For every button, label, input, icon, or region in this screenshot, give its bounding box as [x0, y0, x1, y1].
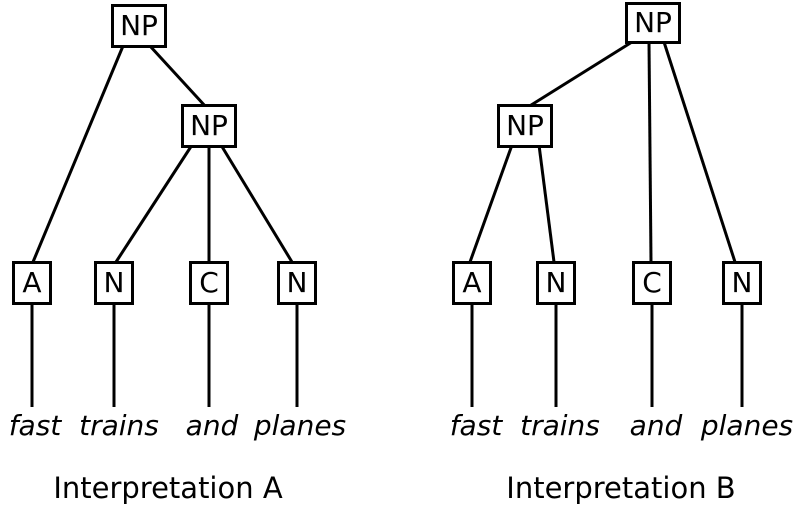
edge-a-root-to-innernp	[148, 44, 208, 109]
tree-a-leaf-node-conjunction: C	[189, 261, 229, 305]
tree-a-leaf-node-adjective: A	[12, 261, 52, 305]
edge-b-root-to-innernp	[527, 40, 633, 109]
tree-b-word-trains: trains	[520, 409, 600, 442]
tree-b-caption: Interpretation B	[506, 471, 736, 505]
edge-b-innernp-to-a	[468, 144, 514, 263]
tree-a-word-fast: fast	[8, 409, 62, 442]
tree-a-leaf-node-noun-1: N	[94, 261, 134, 305]
edge-b-innernp-to-n1	[537, 144, 556, 263]
tree-b-leaf-node-conjunction: C	[632, 261, 672, 305]
tree-b-leaf-node-noun-1: N	[536, 261, 576, 305]
tree-b-word-and: and	[629, 409, 683, 442]
tree-a-leaf-node-noun-2: N	[277, 261, 317, 305]
tree-a-root-np-node: NP	[111, 4, 167, 48]
edge-a-innernp-to-n1	[114, 144, 194, 263]
tree-b-word-fast: fast	[449, 409, 503, 442]
tree-a-caption: Interpretation A	[53, 471, 283, 505]
tree-b-word-planes: planes	[700, 409, 794, 442]
tree-b-leaf-node-noun-2: N	[722, 261, 762, 305]
tree-b-root-np-node: NP	[625, 2, 681, 44]
edge-a-root-to-a	[31, 45, 125, 263]
tree-a-word-and: and	[185, 409, 239, 442]
tree-a-inner-np-node: NP	[181, 104, 237, 148]
edge-a-innernp-to-n2	[219, 144, 294, 263]
tree-a-word-trains: trains	[79, 409, 159, 442]
tree-b-leaf-node-adjective: A	[452, 261, 492, 305]
edge-b-root-to-c	[647, 41, 653, 263]
tree-a-word-planes: planes	[253, 409, 347, 442]
edge-b-root-to-n2	[662, 41, 737, 263]
tree-b-inner-np-node: NP	[497, 104, 553, 148]
